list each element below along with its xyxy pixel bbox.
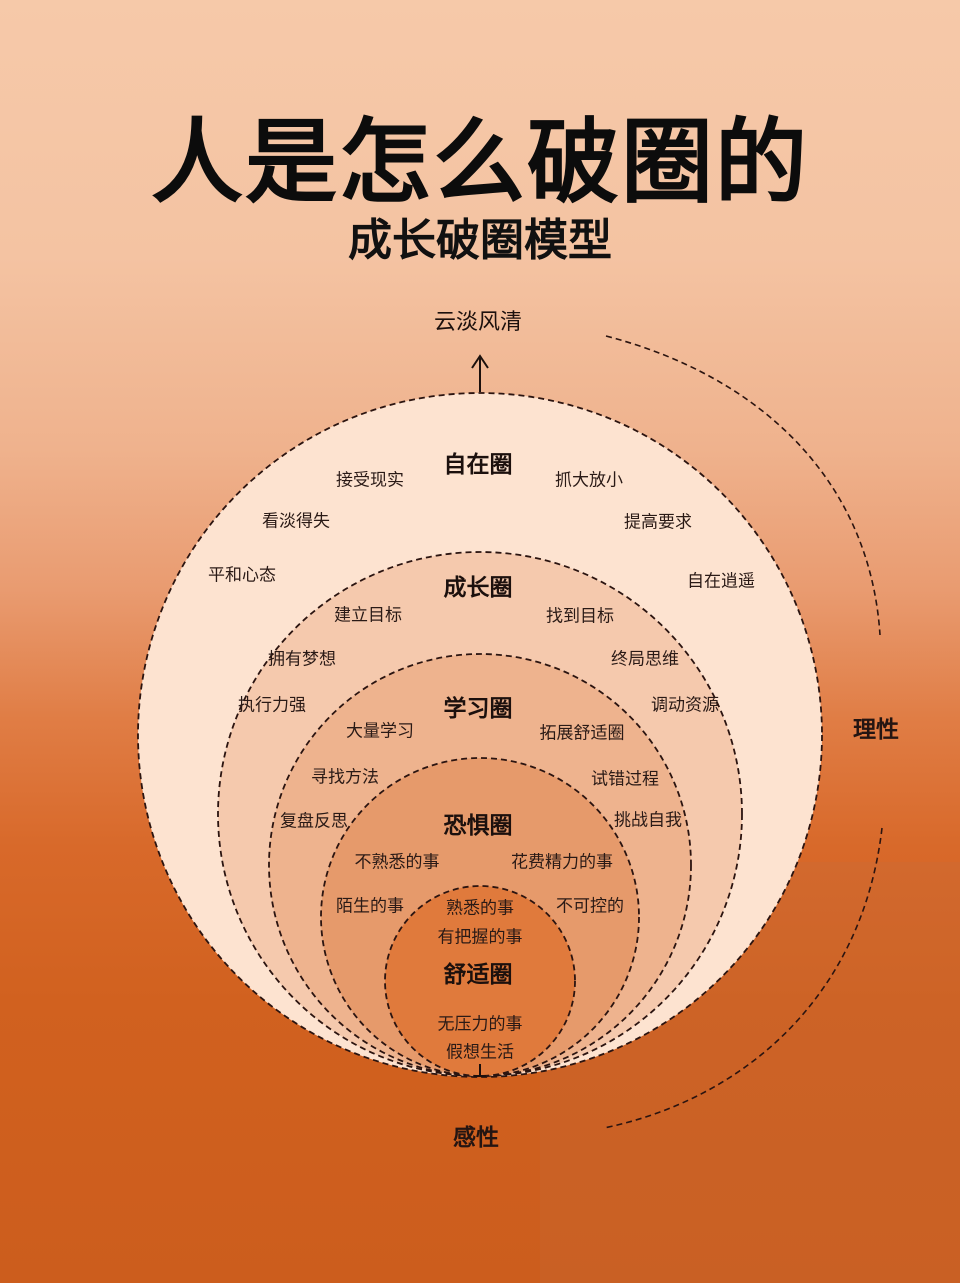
ring-item: 有把握的事 [437,927,523,948]
ring-title-kongju: 恐惧圈 [443,813,513,839]
ring-item: 无压力的事 [437,1014,523,1035]
ring-title-chengzhang: 成长圈 [443,575,513,601]
arrow-up-icon [471,354,489,392]
ring-item: 拓展舒适圈 [539,723,625,744]
ring-title-zizai: 自在圈 [443,452,513,478]
ring-item: 平和心态 [208,565,276,586]
page-title: 人是怎么破圈的 [150,109,809,216]
ring-title-xuexi: 学习圈 [443,696,513,722]
ring-item: 大量学习 [346,721,414,742]
ring-item: 建立目标 [334,605,402,626]
page-subtitle: 成长破圈模型 [348,215,612,266]
ring-item: 找到目标 [546,606,614,627]
rational-label: 理性 [853,717,899,743]
ring-item: 假想生活 [446,1042,514,1063]
ring-title-shushi: 舒适圈 [443,962,513,988]
ring-item: 复盘反思 [280,811,348,832]
ring-item: 试错过程 [591,769,659,790]
ring-item: 拥有梦想 [268,649,336,670]
ring-item: 不可控的 [556,896,624,917]
ring-item: 花费精力的事 [511,852,613,873]
ring-item: 抓大放小 [555,470,623,491]
ring-item: 陌生的事 [336,896,404,917]
ring-item: 挑战自我 [614,810,682,831]
ring-item: 寻找方法 [311,767,379,788]
emotional-label: 感性 [453,1125,499,1151]
ring-item: 自在逍遥 [687,571,755,592]
ring-item: 调动资源 [651,695,719,716]
top-goal-label: 云淡风清 [433,310,523,335]
ring-item: 看淡得失 [262,511,330,532]
ring-item: 熟悉的事 [446,898,514,919]
ring-item: 接受现实 [336,470,404,491]
ring-item: 终局思维 [611,649,679,670]
ring-item: 执行力强 [238,695,306,716]
rational-arc-lower [603,827,883,1129]
ring-item: 不熟悉的事 [354,852,440,873]
ring-item: 提高要求 [624,512,692,533]
ring-shushi [384,885,576,1077]
rational-arc-upper [605,335,881,636]
bottom-tick-icon [474,1064,486,1077]
